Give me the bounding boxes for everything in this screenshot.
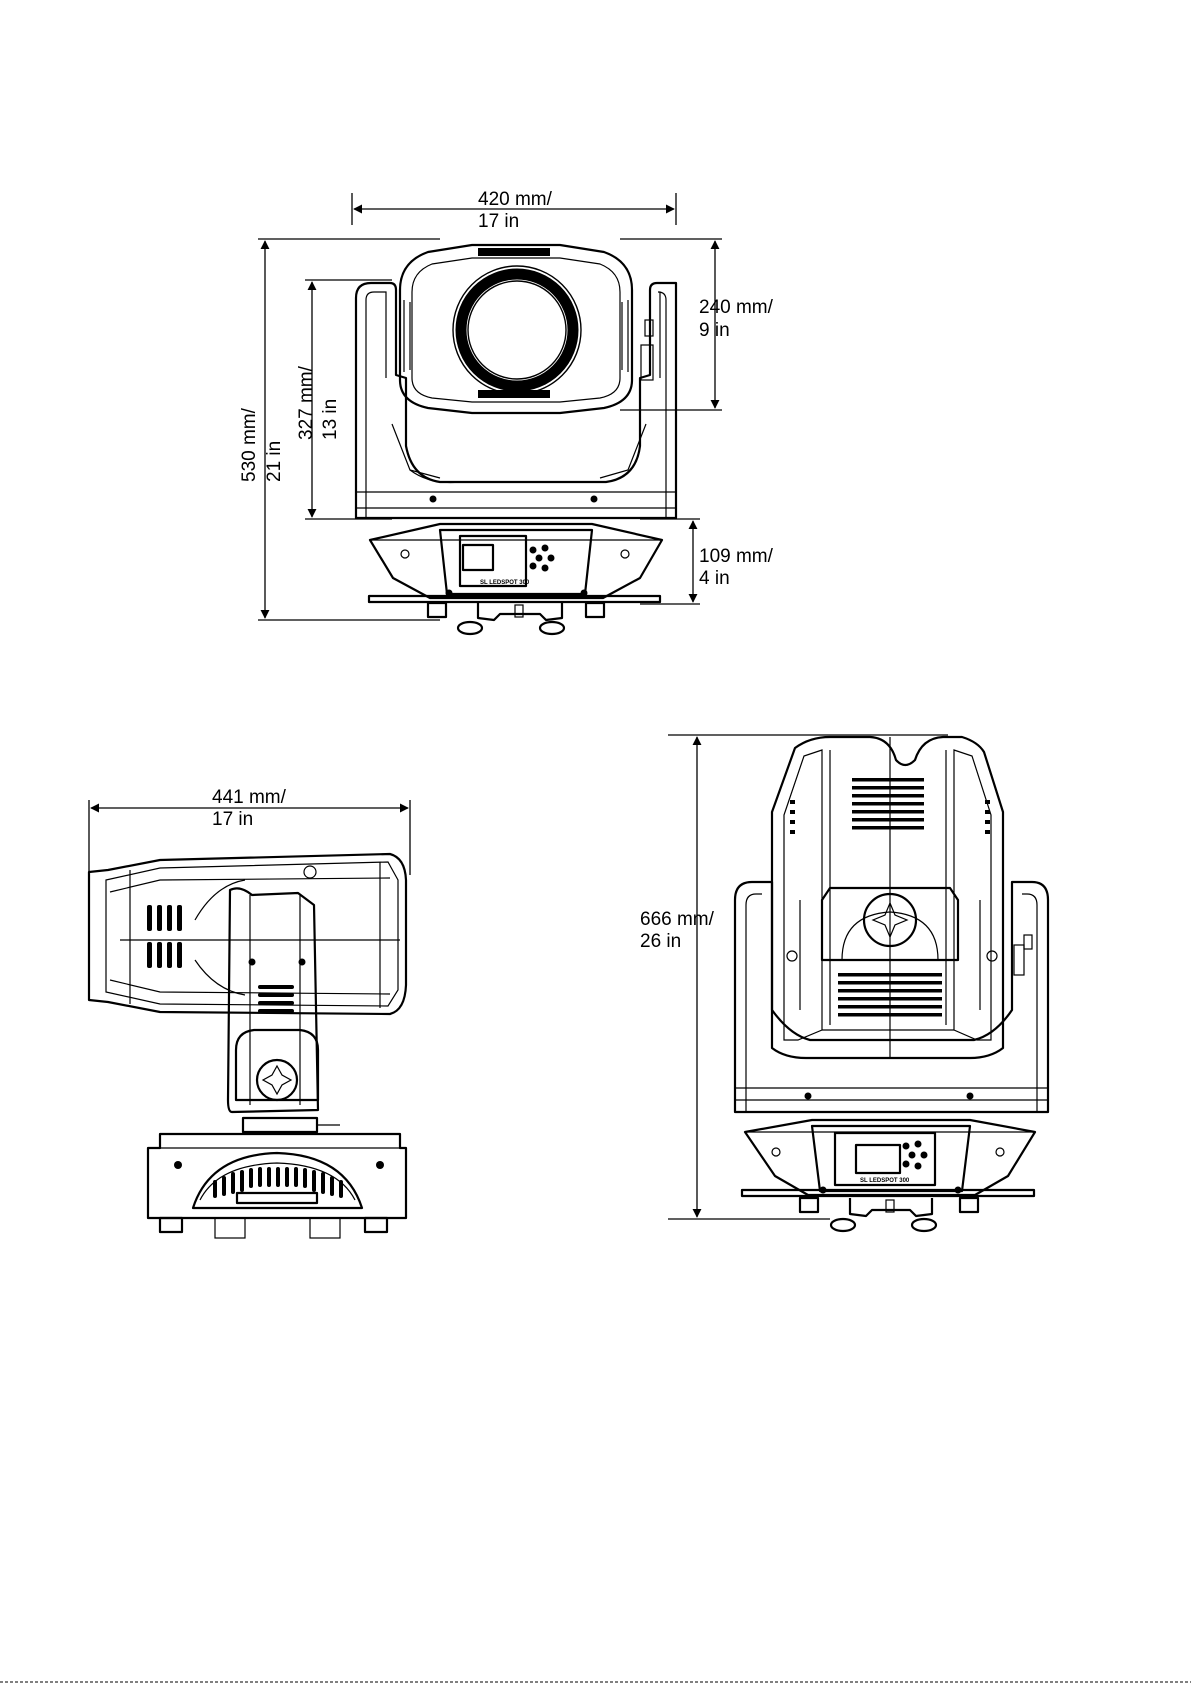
- base-dimension: 109 mm/ 4 in: [640, 519, 774, 604]
- head-vents: [147, 905, 182, 968]
- base-in-label: 4 in: [699, 568, 730, 589]
- side-view: 441 mm/ 17 in: [89, 787, 410, 1238]
- yoke-dimension: 327 mm/ 13 in: [296, 280, 392, 519]
- back-model-label: SL LEDSPOT 300: [860, 1178, 910, 1184]
- width-mm-label: 420 mm/: [478, 189, 553, 210]
- back-height-dimension: 666 mm/ 26 in: [640, 735, 948, 1219]
- head-mm-label: 240 mm/: [699, 297, 774, 318]
- width-dimension: 420 mm/ 17 in: [352, 189, 676, 232]
- back-height-mm-label: 666 mm/: [640, 909, 715, 930]
- yoke-in-label: 13 in: [320, 399, 341, 440]
- height-in-label: 21 in: [264, 441, 285, 482]
- length-in-label: 17 in: [212, 809, 253, 830]
- back-height-in-label: 26 in: [640, 931, 681, 952]
- head-in-label: 9 in: [699, 320, 730, 341]
- yoke-mm-label: 327 mm/: [296, 365, 317, 440]
- back-top-vents: [852, 778, 924, 830]
- length-mm-label: 441 mm/: [212, 787, 287, 808]
- front-model-label: SL LEDSPOT 300: [480, 580, 530, 586]
- base-mm-label: 109 mm/: [699, 546, 774, 567]
- height-mm-label: 530 mm/: [239, 407, 260, 482]
- head-dimension: 240 mm/ 9 in: [620, 239, 774, 410]
- arm-vents: [258, 985, 294, 1013]
- length-dimension: 441 mm/ 17 in: [89, 787, 410, 875]
- front-view: 420 mm/ 17 in 530 mm/ 21 in 327 mm/ 13 i…: [239, 189, 774, 634]
- back-view: 666 mm/ 26 in: [640, 735, 1048, 1231]
- width-in-label: 17 in: [478, 211, 519, 232]
